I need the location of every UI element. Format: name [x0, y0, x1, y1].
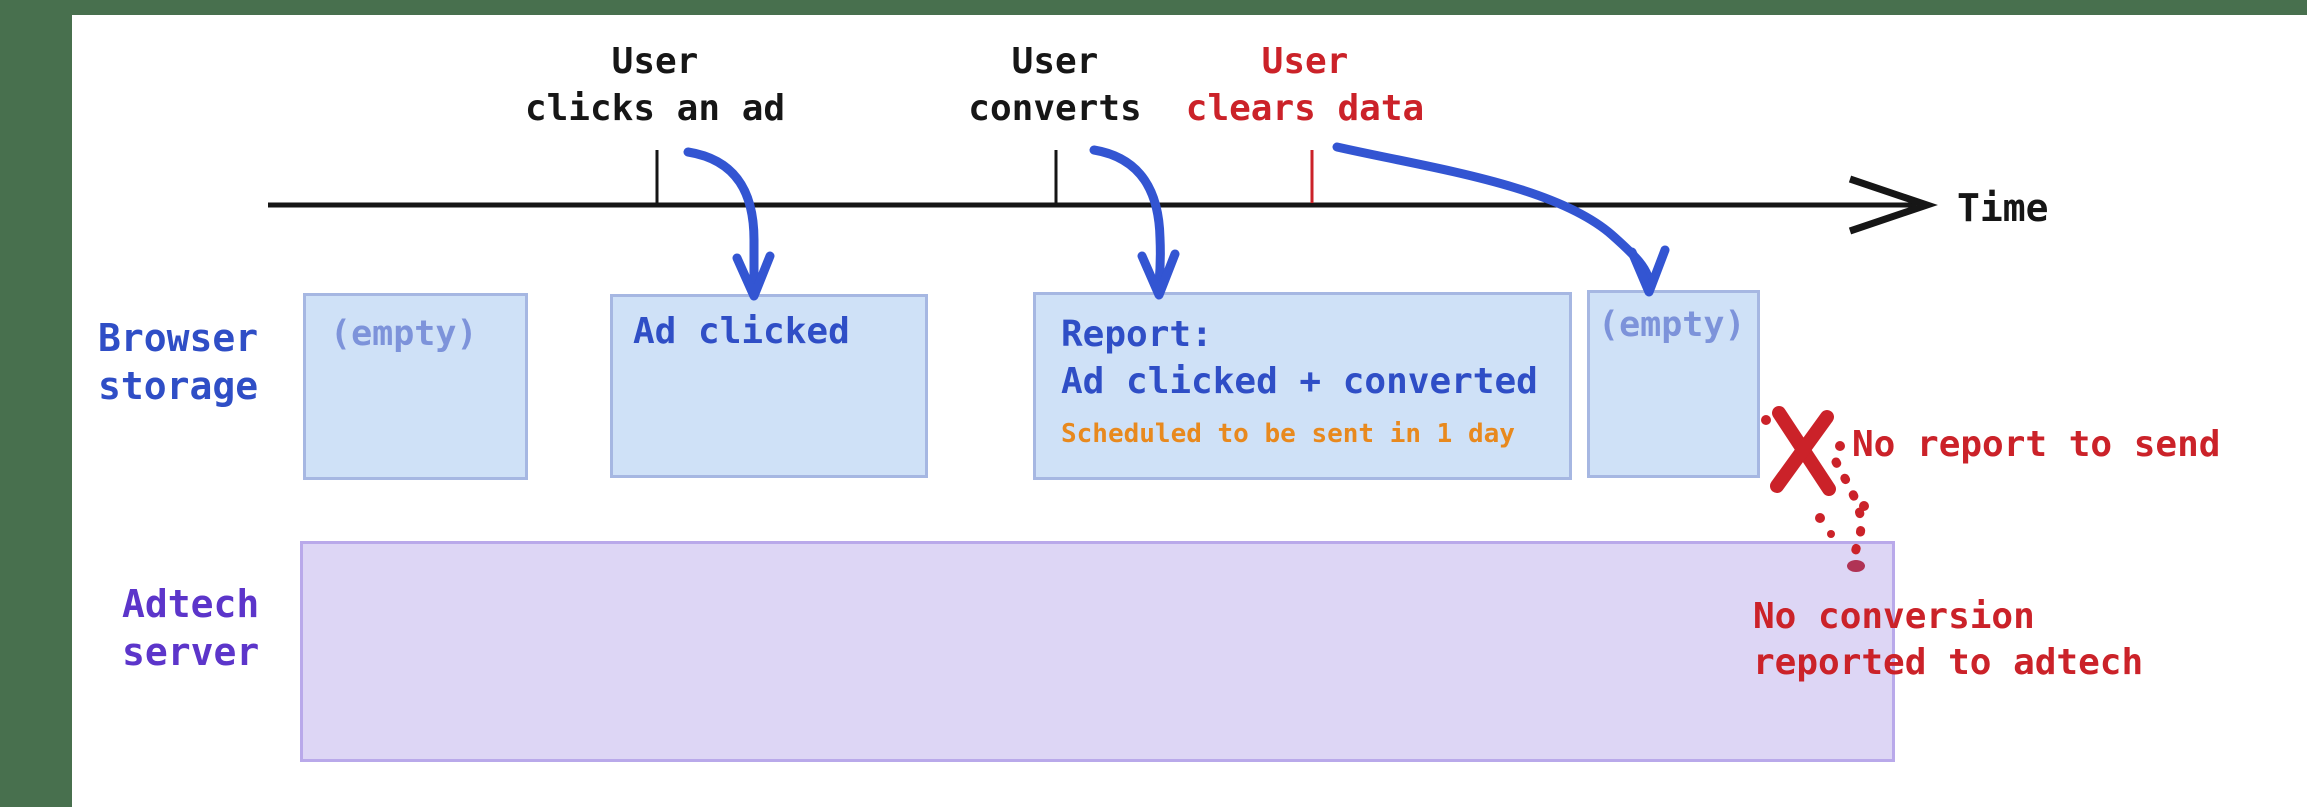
- report-content: Ad clicked + converted: [1061, 361, 1538, 402]
- storage-box-text: (empty): [1598, 305, 1746, 345]
- curved-arrow-ad-clicked-head-icon: [732, 251, 775, 301]
- curved-arrow-empty-after: [1332, 142, 1654, 285]
- red-x-icon: [1772, 406, 1836, 496]
- curved-arrow-ad-clicked: [683, 147, 759, 289]
- red-dot: [1859, 501, 1869, 511]
- red-dot: [1835, 441, 1845, 451]
- report-title: Report:: [1061, 314, 1213, 355]
- browser-storage-label: Browser storage: [98, 314, 258, 410]
- event-line2: clicks an ad: [524, 88, 786, 129]
- report-schedule-note: Scheduled to be sent in 1 day: [1061, 419, 1515, 449]
- event-label-user-clears-data: User clears data: [1186, 38, 1424, 132]
- no-conversion-line2: reported to adtech: [1753, 642, 2144, 683]
- curved-arrow-empty-after-head-icon: [1627, 245, 1670, 297]
- frame-top-border: [0, 0, 2307, 15]
- timeline-time-label: Time: [1957, 186, 2049, 230]
- row-label-line1: Adtech: [122, 582, 260, 626]
- timeline-arrowhead-icon: [1848, 175, 1938, 235]
- storage-box-empty-after: (empty): [1587, 290, 1760, 478]
- event-line1: User: [1011, 41, 1099, 82]
- storage-box-report: Report: Ad clicked + converted Scheduled…: [1033, 292, 1572, 480]
- adtech-server-box: [300, 541, 1895, 762]
- curved-arrow-report: [1089, 145, 1165, 288]
- curved-arrow-report-head-icon: [1137, 249, 1180, 300]
- red-x-icon: [1770, 410, 1834, 493]
- event-line1: User: [1261, 41, 1349, 82]
- event-label-user-converts: User converts: [968, 38, 1141, 132]
- storage-box-text: (empty): [330, 314, 478, 354]
- storage-box-ad-clicked: Ad clicked: [610, 294, 928, 478]
- frame-left-border: [0, 0, 72, 807]
- event-label-user-clicks-ad: User clicks an ad: [525, 38, 785, 132]
- event-line1: User: [611, 41, 699, 82]
- red-dot: [1815, 513, 1825, 523]
- red-dot: [1761, 415, 1771, 425]
- adtech-server-label: Adtech server: [122, 580, 259, 676]
- no-conversion-annotation: No conversion reported to adtech: [1753, 594, 2143, 686]
- red-dot: [1827, 530, 1835, 538]
- event-line2: clears data: [1185, 88, 1425, 129]
- row-label-line1: Browser: [98, 316, 259, 360]
- storage-box-text: Ad clicked: [633, 311, 850, 352]
- no-report-annotation: No report to send: [1852, 424, 2221, 465]
- no-conversion-line1: No conversion: [1753, 596, 2035, 637]
- row-label-line2: storage: [98, 364, 259, 408]
- row-label-line2: server: [122, 630, 260, 674]
- storage-box-empty-before: (empty): [303, 293, 528, 480]
- event-line2: converts: [968, 88, 1142, 129]
